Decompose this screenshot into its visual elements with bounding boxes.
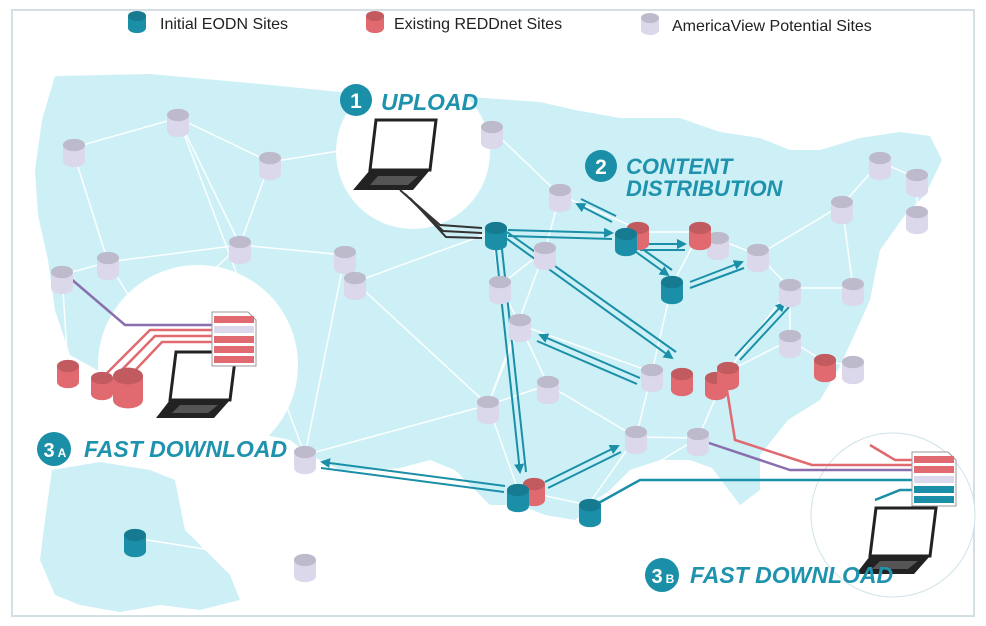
site-cylinder-13 [537,375,559,405]
step-distribution-number: 2 [595,156,607,179]
site-cylinder-10 [534,241,556,271]
upload-path [399,189,483,239]
site-cylinder-0 [167,108,189,138]
site-cylinder-19 [707,231,729,261]
site-cylinder-6 [51,265,73,295]
legend: Initial EODN Sites Existing REDDnet Site… [128,10,872,36]
site-cylinder-34 [814,353,836,383]
site-cylinder-15 [625,425,647,455]
step-download-a: 3 A FAST DOWNLOAD [37,432,287,466]
step-download-a-label: FAST DOWNLOAD [84,436,287,462]
step-download-b-badge [645,558,679,592]
step-upload: 1 UPLOAD [340,84,478,116]
site-cylinder-31 [671,367,693,397]
site-cylinder-28 [842,355,864,385]
legend-label-americaview: AmericaView Potential Sites [672,18,872,35]
site-cylinder-33 [717,361,739,391]
legend-swatch-eodn [128,10,146,34]
site-cylinders [51,108,928,583]
site-cylinder-12 [509,313,531,343]
distribution-arrows [320,198,790,493]
download-a-laptop-icon [156,350,238,418]
step-download-a-badge [37,432,71,466]
site-cylinder-1 [63,138,85,168]
step-download-a-number: 3 [43,440,54,462]
download-a-data-file-icon [211,311,257,367]
download-b-data-file-icon [911,451,957,507]
site-cylinder-8 [344,271,366,301]
step-upload-label: UPLOAD [381,89,478,115]
step-upload-number: 1 [350,90,362,113]
legend-reddnet-icon [366,10,384,34]
site-cylinder-43 [579,498,601,528]
step-download-b-number: 3 [651,566,662,588]
legend-swatch-reddnet [366,10,384,34]
site-cylinder-7 [334,245,356,275]
site-cylinder-11 [489,275,511,305]
site-cylinder-9 [549,183,571,213]
upload-laptop-icon [353,118,438,190]
legend-swatch-americaview [641,12,659,36]
site-cylinder-18 [294,445,316,475]
site-cylinder-16 [687,427,709,457]
site-cylinder-37 [57,359,79,389]
site-cylinder-callout-a-large [113,367,143,409]
site-cylinder-21 [779,278,801,308]
frame-border [11,9,975,617]
step-distribution-label-line2: DISTRIBUTION [626,176,784,201]
step-distribution-badge [585,150,617,182]
legend-label-reddnet: Existing REDDnet Sites [394,16,562,33]
site-cylinder-20 [747,243,769,273]
site-cylinder-17 [641,363,663,393]
step-download-a-sub: A [58,446,67,460]
site-cylinder-40 [615,227,637,257]
step-distribution-label-line1: CONTENT [626,154,734,179]
site-cylinder-22 [779,329,801,359]
step-download-b: 3 B FAST DOWNLOAD [645,558,893,592]
download-paths [69,277,912,507]
legend-eodn-icon [128,10,146,34]
site-cylinder-38 [91,371,113,401]
site-cylinder-41 [661,275,683,305]
site-cylinder-29 [294,553,316,583]
site-cylinder-24 [831,195,853,225]
site-cylinder-2 [259,151,281,181]
step-upload-badge [340,84,372,116]
site-cylinder-42 [507,483,529,513]
site-cylinder-44 [124,528,146,558]
site-cylinder-5 [229,235,251,265]
site-cylinder-3 [481,120,503,150]
download-b-laptop-icon [856,506,938,574]
site-cylinder-30 [689,221,711,251]
site-cylinder-39 [485,221,507,251]
site-cylinder-26 [906,168,928,198]
step-distribution: 2 CONTENT DISTRIBUTION [585,150,784,201]
site-cylinder-14 [477,395,499,425]
site-cylinder-4 [97,251,119,281]
step-download-b-sub: B [666,572,675,586]
step-download-b-label: FAST DOWNLOAD [690,562,893,588]
legend-label-eodn: Initial EODN Sites [160,16,288,33]
site-cylinder-27 [906,205,928,235]
site-cylinder-23 [842,277,864,307]
legend-americaview-icon [641,12,659,36]
site-cylinder-25 [869,151,891,181]
